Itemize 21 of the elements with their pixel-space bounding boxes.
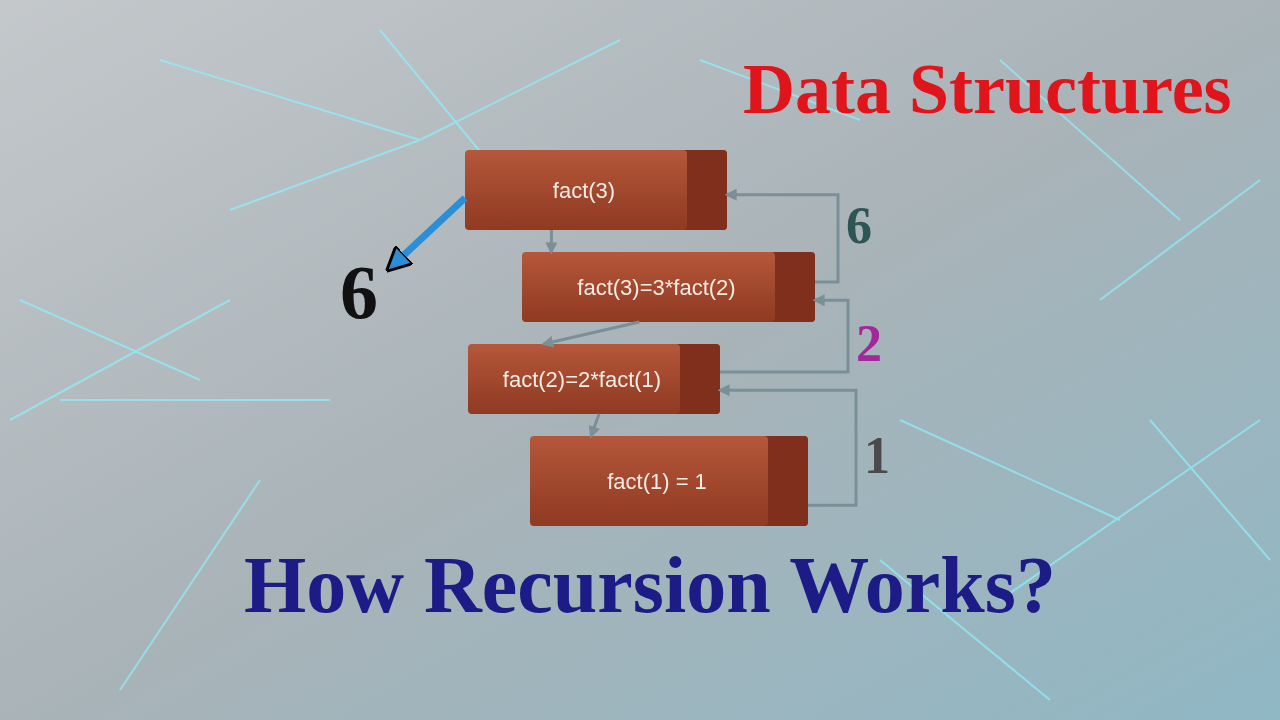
edge-label: 1 [864,430,890,482]
edge-label: 6 [846,200,872,252]
arrow [545,230,558,255]
return-arrow [384,195,468,273]
caption: How Recursion Works? [243,540,1057,630]
brick-box [468,344,720,414]
brick-box [530,436,808,526]
brick-label: fact(1) = 1 [607,467,708,496]
brick-label: fact(2)=2*fact(1) [502,365,663,394]
brick-box [522,252,815,322]
result-value: 6 [340,254,378,330]
title: Data Structures [742,52,1233,126]
edge-label: 2 [856,318,882,370]
arrow [720,294,850,374]
brick-label: fact(3) [552,176,617,205]
arrow [724,188,840,284]
arrow [717,384,858,507]
arrow [588,413,601,439]
brick-label: fact(3)=3*fact(2) [577,273,737,302]
arrow [541,320,640,348]
brick-box [465,150,727,230]
